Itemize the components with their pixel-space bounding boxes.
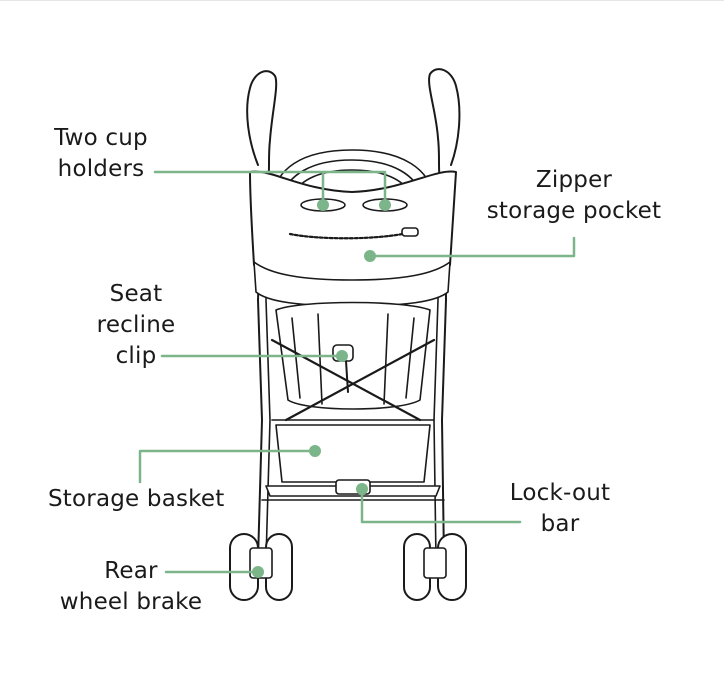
dot-rear-brake [252, 566, 264, 578]
callout-dots [252, 199, 391, 578]
dot-zipper-pocket [364, 250, 376, 262]
label-storage-basket: Storage basket [48, 486, 225, 512]
label-rear-brake: Rear wheel brake [59, 558, 203, 615]
dot-storage-basket [309, 445, 321, 457]
dot-cup-holder-right [379, 199, 391, 211]
seat-rib-4 [405, 317, 415, 399]
stroller-illustration [229, 68, 467, 601]
zipper-line [288, 230, 414, 240]
callout-line-zipper-pocket [368, 236, 576, 258]
label-cup-holders: Two cup holders [54, 125, 148, 182]
label-lockout-bar: Lock-out bar [509, 480, 611, 537]
label-zipper-pocket: Zipper storage pocket [486, 167, 662, 224]
left-handle [246, 70, 278, 181]
dot-cup-holder-left [317, 199, 329, 211]
cross-brace-a [270, 338, 422, 422]
seat-rib-2 [317, 313, 323, 405]
dot-recline-clip [336, 350, 348, 362]
canopy-rib-1 [281, 159, 423, 197]
label-recline-clip: Seat recline clip [96, 281, 176, 369]
recline-strap [345, 360, 349, 393]
top-border [0, 0, 724, 1]
cross-brace-b [284, 338, 436, 422]
callout-line-lockout-bar [360, 487, 522, 524]
callout-line-storage-basket [138, 449, 317, 484]
seat-rib-3 [383, 313, 389, 405]
seat-rib-1 [291, 317, 301, 399]
storage-basket-body [275, 424, 431, 483]
zipper-pull [401, 227, 419, 237]
right-brake-pedal [423, 547, 447, 579]
dot-lockout-bar [356, 483, 368, 495]
canopy-rib-2 [293, 169, 411, 195]
right-handle [428, 68, 461, 181]
